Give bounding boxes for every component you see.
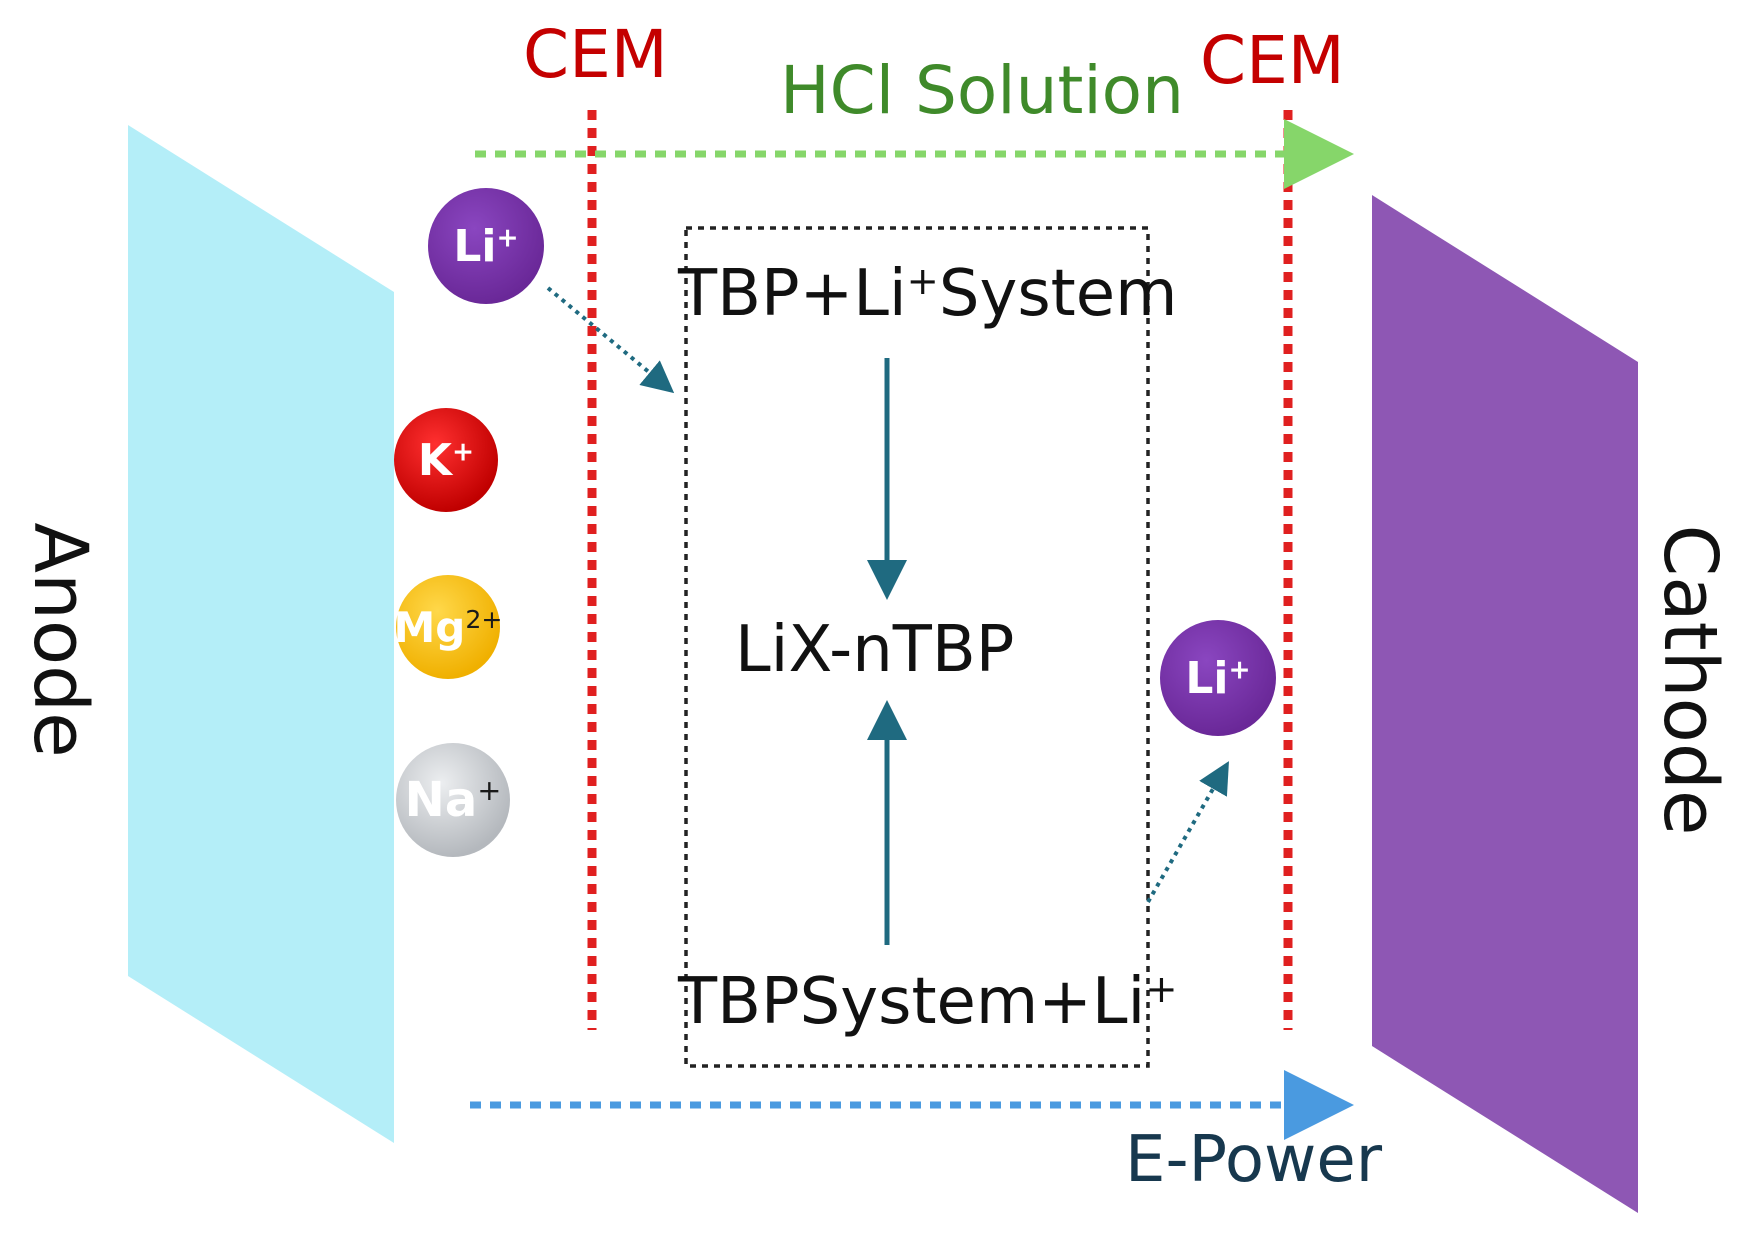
tbp-li-system-charge: + [906,258,939,304]
li-ion-right-charge: + [1228,653,1251,685]
mg-ion-charge: 2+ [465,604,503,634]
tbp-li-system-main: TBP+Li [678,257,907,331]
cathode-label: Cathode [1647,524,1733,836]
e-power-label: E-Power [1125,1123,1383,1197]
li-ion-right-circle [1160,620,1276,736]
k-ion: K+ [394,408,498,512]
mg-ion-circle [396,575,500,679]
mg-ion-base: Mg [393,602,466,652]
reaction-box [684,226,1150,1068]
li-ion-right: Li+ [1160,620,1276,736]
li-ion-right-base: Li [1185,652,1229,704]
k-ion-circle [394,408,498,512]
tbpsystem-li-label: TBPSystem+Li+ [678,970,1177,1034]
li-transfer-arrow-in [546,286,675,394]
na-ion-circle [396,743,510,857]
tbpsystem-li-main: TBPSystem+Li [678,965,1146,1039]
na-ion-base: Na [404,772,478,828]
anode-plate [128,125,394,1143]
li-transfer-arrow-out [1146,761,1229,903]
na-ion: Na+ [396,743,510,857]
anode-label: Anode [17,522,103,758]
k-ion-charge: + [451,435,475,467]
mg-ion: Mg2+ [392,575,504,679]
li-ion-left-circle [428,188,544,304]
li-ion-left-base: Li [453,220,497,272]
cem-label-right: CEM [1200,22,1345,99]
tbp-li-system-label: TBP+Li+System [678,262,1177,326]
lix-ntbp-label: LiX-nTBP [735,613,1015,687]
tbpsystem-li-charge: + [1145,966,1178,1012]
cathode-plate [1372,195,1638,1213]
hcl-solution-label: HCl Solution [780,52,1184,129]
cem-label-left: CEM [523,16,668,93]
li-ion-left-charge: + [496,221,519,253]
tbp-li-system-tail: System [938,257,1178,331]
li-ion-left: Li+ [428,188,544,304]
k-ion-base: K [417,434,452,486]
na-ion-charge: + [477,773,502,808]
